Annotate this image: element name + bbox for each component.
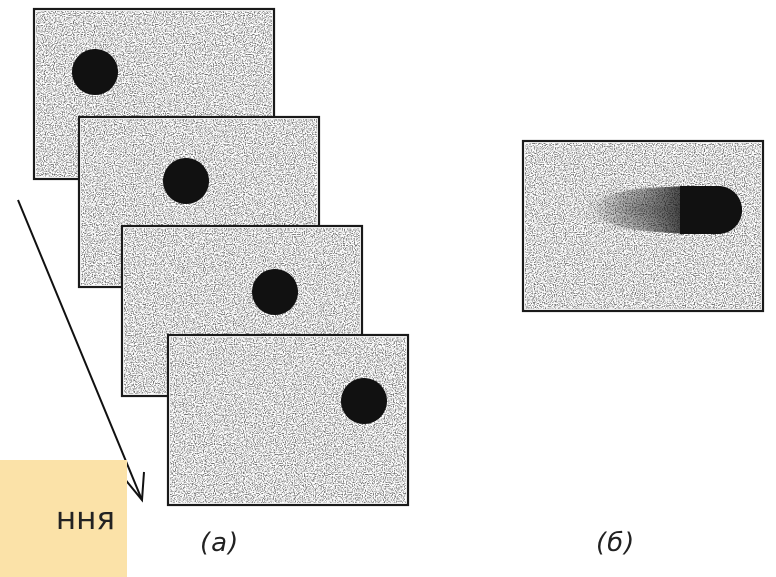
disc-2 [163, 158, 209, 204]
highlight-label-box: ння [0, 460, 127, 577]
caption-panel-b: (б) [596, 528, 636, 558]
disc-1 [72, 49, 118, 95]
disc-4 [341, 378, 387, 424]
disc-3 [252, 269, 298, 315]
caption-panel-a: (a) [200, 528, 240, 558]
blurred-frame [521, 139, 765, 313]
highlight-label-text: ння [55, 500, 115, 537]
time-arrow [17, 199, 145, 503]
frame-4 [166, 333, 410, 507]
